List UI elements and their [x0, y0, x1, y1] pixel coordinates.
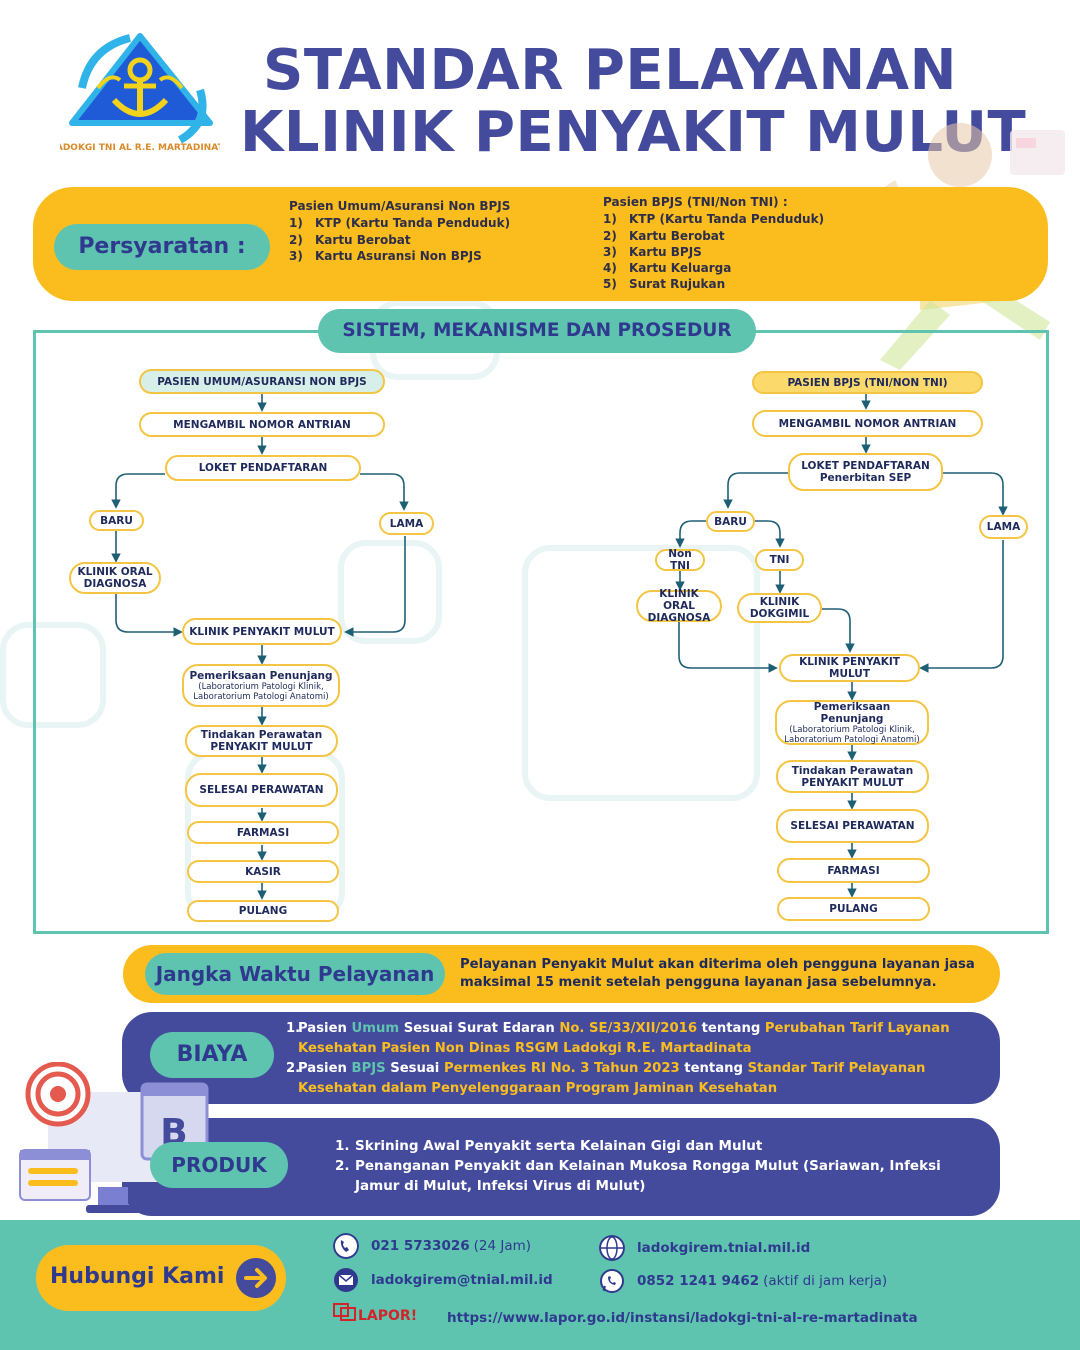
flow-node-tindakan: Tindakan Perawatan PENYAKIT MULUT [185, 725, 338, 757]
flow-node-oral-diagnosa: KLINIK ORAL DIAGNOSA [69, 562, 161, 594]
flow-node-pemeriksaan: Pemeriksaan Penunjang (Laboratorium Pato… [182, 664, 340, 707]
flow-node-non-tni: Non TNI [655, 548, 705, 572]
arrow-right-icon[interactable] [236, 1258, 276, 1298]
requirements-bpjs: Pasien BPJS (TNI/Non TNI) : 1)KTP (Kartu… [603, 194, 824, 293]
list-item: 2)Kartu Berobat [289, 232, 411, 247]
cost-list: 1.Pasien Umum Sesuai Surat Edaran No. SE… [286, 1019, 996, 1099]
lapor-logo: LAPOR! [333, 1303, 417, 1324]
title-line-2: KLINIK PENYAKIT MULUT [240, 100, 1027, 165]
flow-node-antrian: MENGAMBIL NOMOR ANTRIAN [752, 410, 983, 437]
flow-node-antrian: MENGAMBIL NOMOR ANTRIAN [139, 412, 385, 437]
service-time-label: Jangka Waktu Pelayanan [145, 953, 445, 995]
requirements-label: Persyaratan : [54, 224, 270, 270]
flow-node-tni: TNI [755, 549, 804, 571]
flow-node-baru: BARU [706, 511, 755, 532]
list-item: 1)KTP (Kartu Tanda Penduduk) [603, 212, 825, 227]
mail-icon [334, 1268, 358, 1292]
phone-icon [333, 1233, 359, 1259]
list-item: 5)Surat Rujukan [603, 277, 726, 292]
globe-icon [599, 1235, 625, 1261]
list-item: 1.Pasien Umum Sesuai Surat Edaran No. SE… [286, 1021, 950, 1056]
contact-email[interactable]: ladokgirem@tnial.mil.id [333, 1267, 553, 1293]
list-item: 3)Kartu BPJS [603, 244, 702, 259]
service-time-text: Pelayanan Penyakit Mulut akan diterima o… [460, 957, 975, 990]
title-line-1: STANDAR PELAYANAN [263, 38, 957, 103]
flow-node-selesai: SELESAI PERAWATAN [776, 809, 929, 843]
flow-node-tindakan: Tindakan Perawatan PENYAKIT MULUT [776, 760, 929, 793]
list-item: 2.Penanganan Penyakit dan Kelainan Mukos… [335, 1158, 941, 1194]
whatsapp-icon [600, 1269, 624, 1293]
target-icon [25, 1062, 91, 1127]
requirements-bpjs-heading: Pasien BPJS (TNI/Non TNI) : [603, 195, 788, 209]
flow-node-baru: BARU [89, 510, 144, 531]
contact-us-label: Hubungi Kami [50, 1264, 225, 1289]
contact-whatsapp[interactable]: 0852 1241 9462(aktif di jam kerja) [599, 1268, 887, 1294]
flow-node-loket-sep: LOKET PENDAFTARAN Penerbitan SEP [788, 453, 943, 491]
flow-node-oral-diagnosa: KLINIK ORAL DIAGNOSA [636, 588, 722, 624]
flow-node-kpm: KLINIK PENYAKIT MULUT [779, 654, 920, 682]
decor-square [0, 622, 106, 728]
list-item: 1.Skrining Awal Penyakit serta Kelainan … [335, 1138, 763, 1154]
flow-node-farmasi: FARMASI [187, 821, 339, 844]
flow-node-dokgimil: KLINIK DOKGIMIL [737, 593, 822, 623]
lapor-link[interactable]: https://www.lapor.go.id/instansi/ladokgi… [447, 1310, 918, 1326]
flow-node-lama: LAMA [379, 512, 434, 535]
flow-node-start-bpjs: PASIEN BPJS (TNI/NON TNI) [752, 371, 983, 394]
product-label: PRODUK [150, 1142, 288, 1188]
flow-node-selesai: SELESAI PERAWATAN [185, 773, 338, 807]
flow-node-pulang: PULANG [187, 900, 339, 922]
flow-node-pemeriksaan: Pemeriksaan Penunjang (Laboratorium Pato… [775, 700, 929, 745]
contact-phone[interactable]: 021 5733026(24 Jam) [333, 1233, 531, 1259]
flow-node-farmasi: FARMASI [777, 858, 930, 883]
flow-node-lama: LAMA [979, 515, 1028, 539]
contact-website[interactable]: ladokgirem.tnial.mil.id [599, 1235, 810, 1261]
list-item: 1)KTP (Kartu Tanda Penduduk) [289, 216, 511, 231]
page-title: STANDAR PELAYANAN KLINIK PENYAKIT MULUT [240, 38, 1027, 165]
flow-node-kpm: KLINIK PENYAKIT MULUT [182, 618, 342, 645]
flow-node-start-umum: PASIEN UMUM/ASURANSI NON BPJS [139, 369, 385, 394]
product-list: 1.Skrining Awal Penyakit serta Kelainan … [335, 1136, 985, 1196]
list-item: 3)Kartu Asuransi Non BPJS [289, 248, 482, 263]
list-item: 2)Kartu Berobat [603, 228, 725, 243]
flow-node-pulang: PULANG [777, 897, 930, 921]
requirements-umum: Pasien Umum/Asuransi Non BPJS 1)KTP (Kar… [289, 198, 510, 264]
computer-icon: B [19, 1062, 209, 1213]
flow-node-loket: LOKET PENDAFTARAN [165, 455, 361, 481]
logo-text: LADOKGI TNI AL R.E. MARTADINATA [60, 143, 220, 153]
list-item: 4)Kartu Keluarga [603, 261, 732, 276]
requirements-umum-heading: Pasien Umum/Asuransi Non BPJS [289, 199, 511, 213]
cost-label: BIAYA [150, 1032, 274, 1078]
flow-node-kasir: KASIR [187, 860, 339, 883]
svg-text:LAPOR!: LAPOR! [358, 1308, 417, 1324]
list-item: 2.Pasien BPJS Sesuai Permenkes RI No. 3 … [286, 1061, 926, 1096]
decor-square [522, 545, 760, 801]
logo-emblem: LADOKGI TNI AL R.E. MARTADINATA [60, 33, 220, 153]
flow-section-title: SISTEM, MEKANISME DAN PROSEDUR [318, 309, 756, 353]
